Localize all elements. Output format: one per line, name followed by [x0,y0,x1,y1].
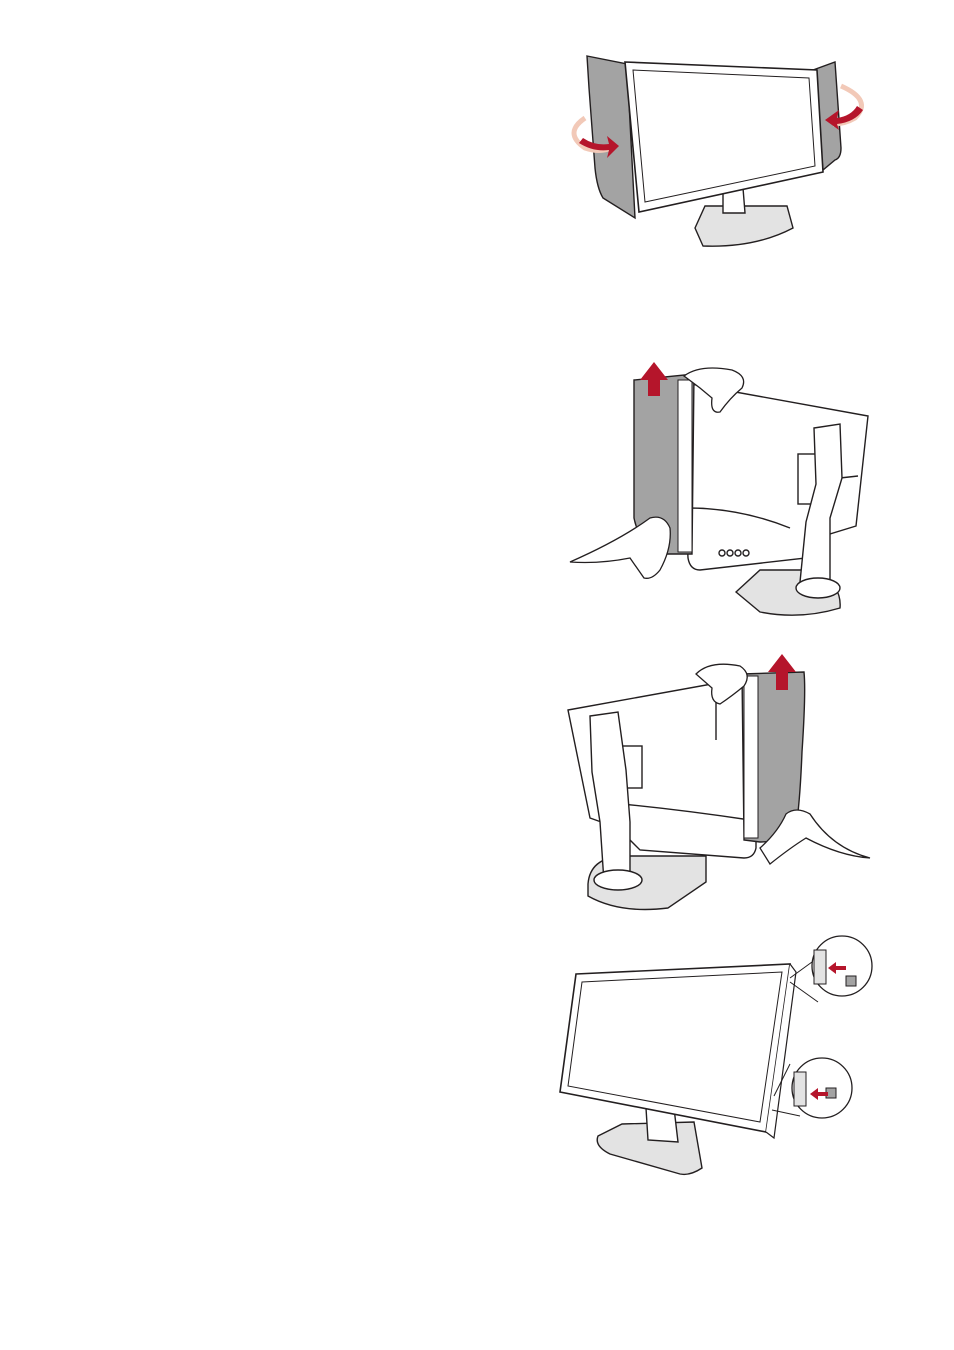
monitor-front-icon [625,62,823,212]
monitor-front-icon [560,964,796,1138]
cover-slots-figure [550,932,880,1182]
shields-fold-figure [555,48,885,253]
stand [597,1108,702,1174]
remove-right-shield-figure [560,652,880,920]
remove-left-shield-figure [560,358,880,620]
